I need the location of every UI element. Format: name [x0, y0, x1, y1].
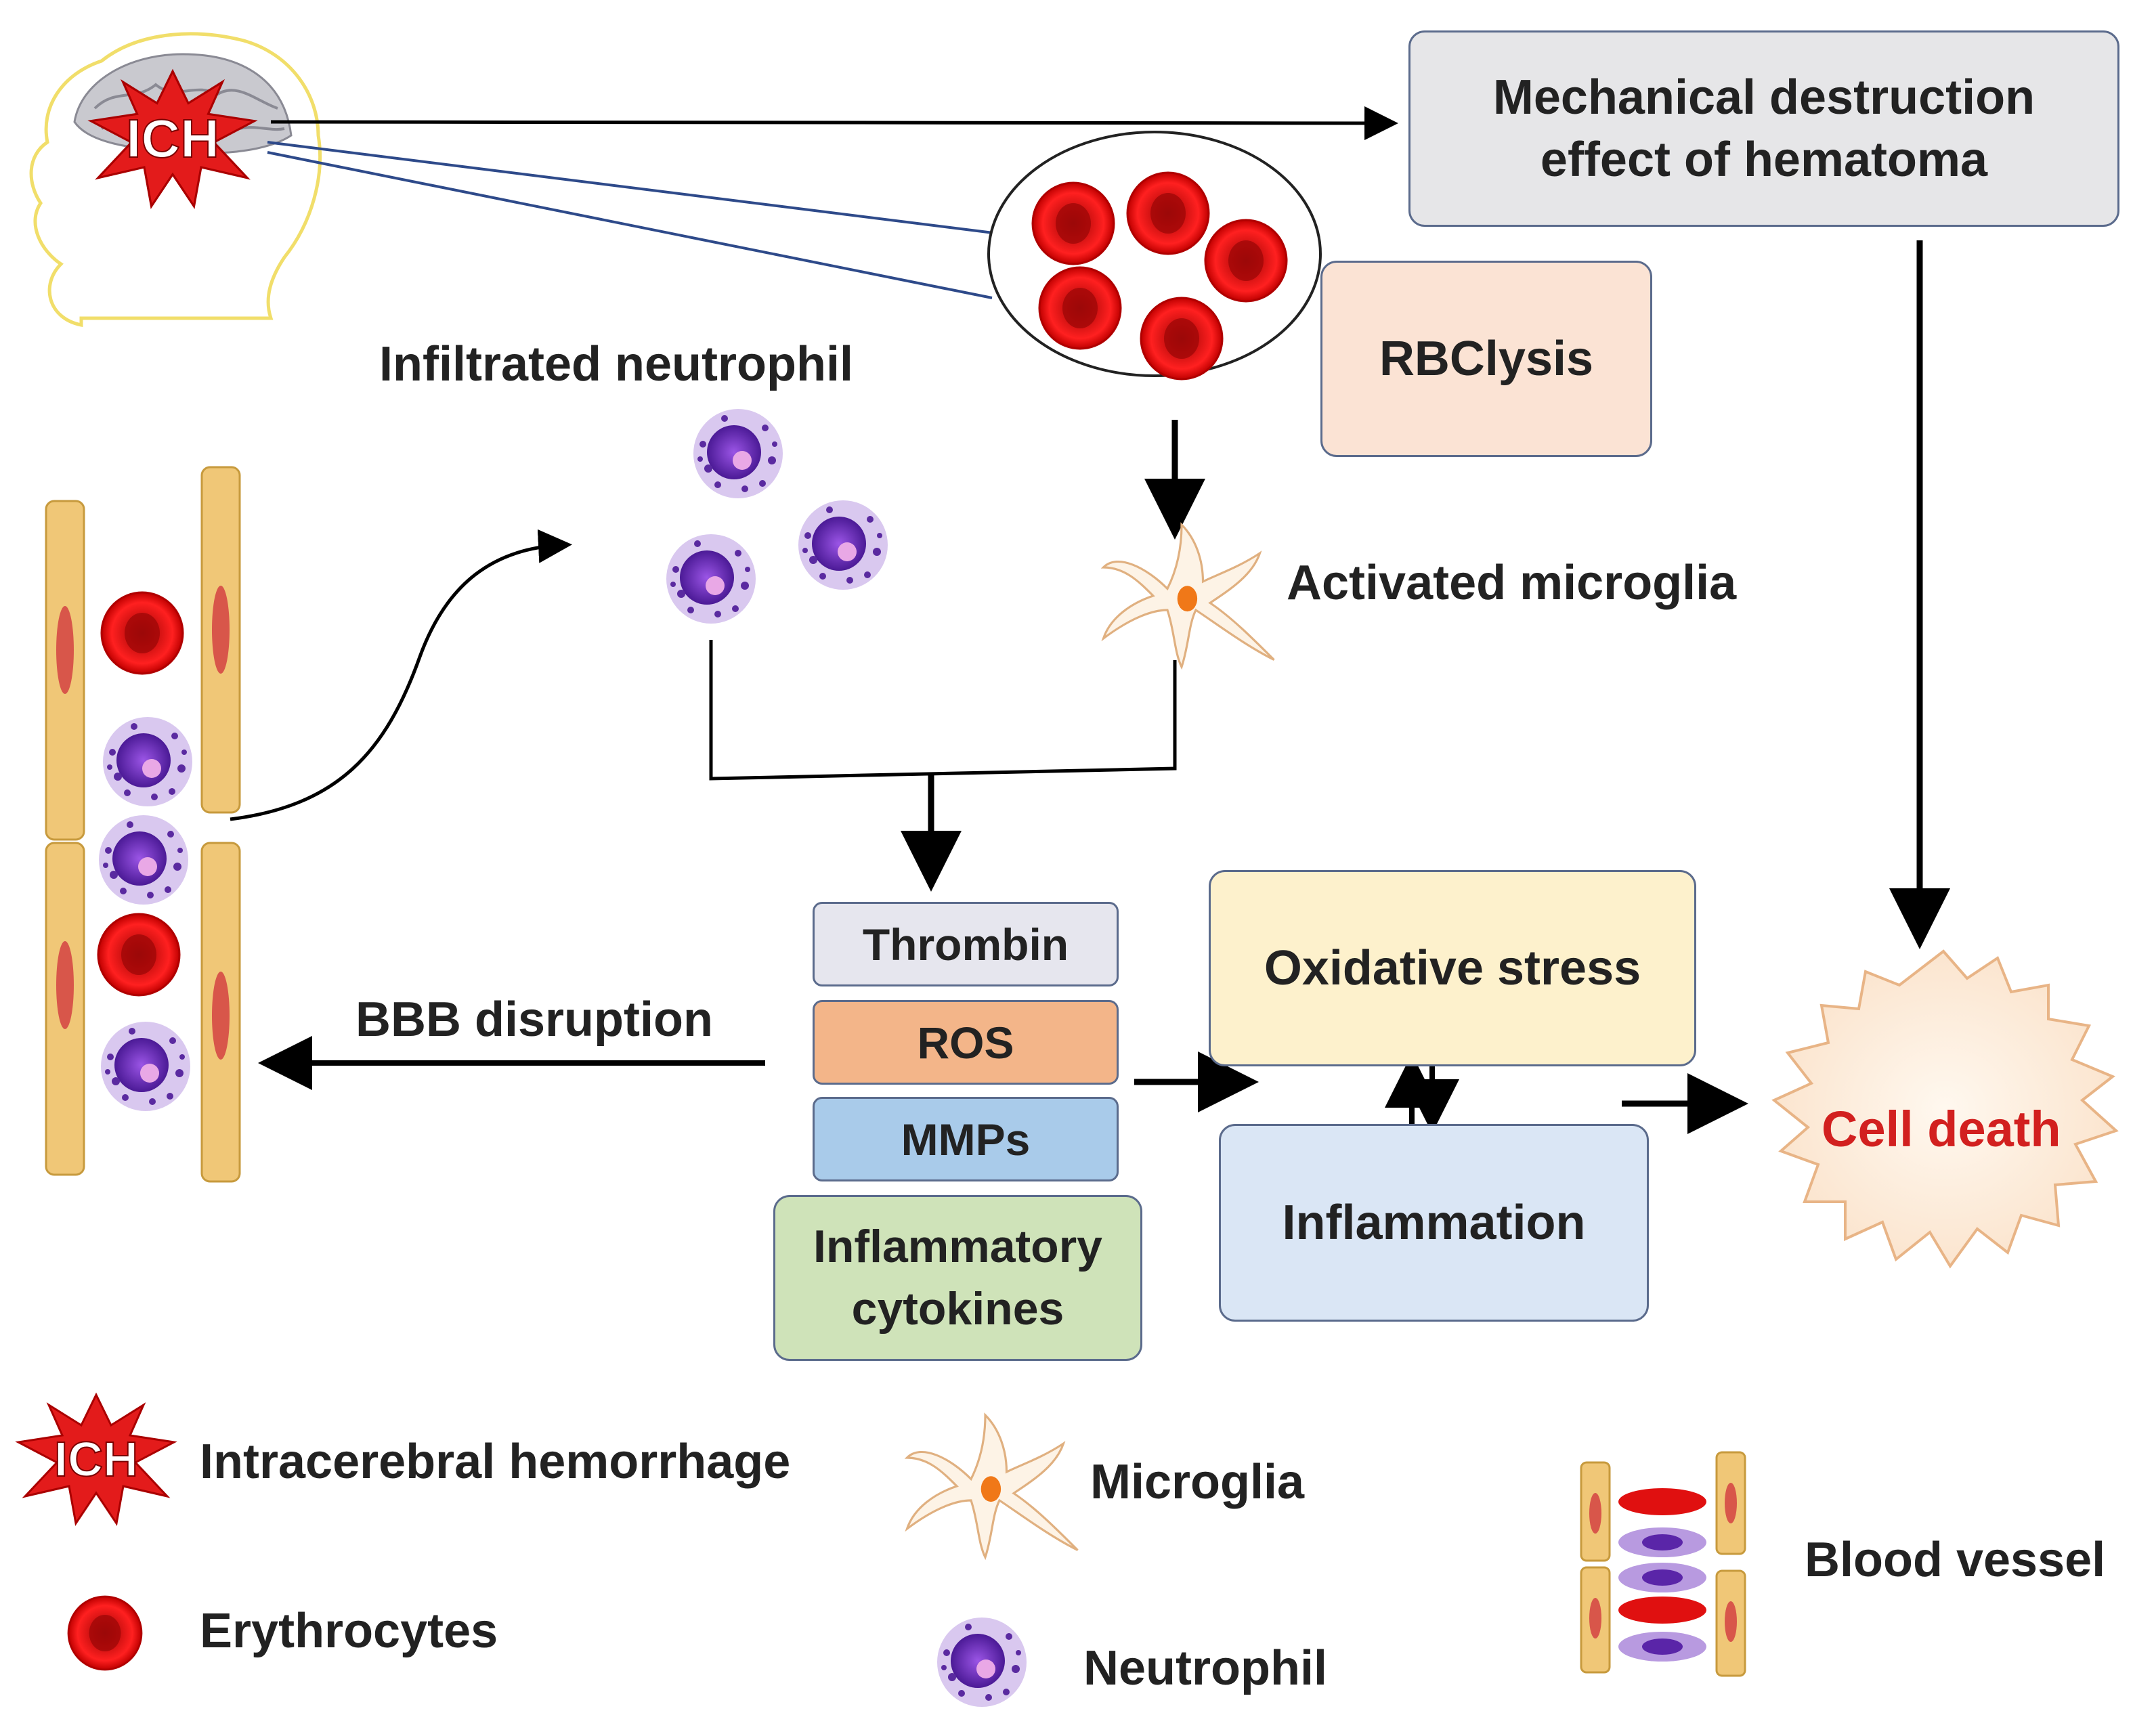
mechanical-destruction-box: Mechanical destruction effect of hematom… [1408, 30, 2119, 227]
legend-microglia-icon [905, 1414, 1079, 1559]
legend-erythrocytes-label: Erythrocytes [200, 1604, 498, 1658]
legend-intracerebral-hemorrhage-label: Intracerebral hemorrhage [200, 1435, 791, 1489]
arrow-vessel-to-neutrophil [230, 529, 572, 821]
rbclysis-box: RBClysis [1320, 261, 1652, 457]
ros-box: ROS [813, 1000, 1119, 1085]
infiltrated-neutrophil-label: Infiltrated neutrophil [379, 337, 853, 391]
line-ich-to-rbc-2 [267, 151, 993, 299]
neutrophil-icon [798, 500, 888, 590]
erythrocyte-icon [1038, 266, 1122, 350]
inflammation-box: Inflammation [1219, 1124, 1649, 1322]
erythrocyte-icon [1126, 171, 1210, 255]
legend-neutrophil-label: Neutrophil [1083, 1641, 1327, 1695]
mmps-box: MMPs [813, 1097, 1119, 1181]
neutrophil-icon [693, 409, 783, 498]
cell-death-burst [1771, 949, 2119, 1269]
activated-microglia-icon [1102, 523, 1276, 668]
legend-blood-vessel-label: Blood vessel [1805, 1533, 2106, 1587]
erythrocyte-icon [1031, 181, 1115, 265]
thrombin-box: Thrombin [813, 902, 1119, 986]
bbb-disruption-label: BBB disruption [356, 993, 713, 1047]
legend-blood-vessel-icon [1580, 1451, 1746, 1677]
connector-neutrophil-microglia [709, 640, 1177, 781]
ich-badge-text: ICH [126, 108, 219, 169]
cell-death-label: Cell death [1822, 1101, 2061, 1157]
line-ich-to-rbc-1 [267, 141, 999, 235]
legend-microglia-label: Microglia [1090, 1455, 1305, 1509]
erythrocyte-icon [1204, 219, 1288, 303]
legend-neutrophil-icon [937, 1618, 1027, 1707]
activated-microglia-label: Activated microglia [1287, 556, 1737, 610]
oxidative-stress-box: Oxidative stress [1209, 870, 1696, 1066]
erythrocyte-icon [1140, 297, 1224, 381]
arrow-ich-to-mechanical [270, 106, 1398, 140]
legend-erythrocyte-icon [67, 1595, 143, 1671]
blood-vessel-icon [45, 466, 241, 1183]
neutrophil-icon [666, 534, 756, 624]
legend-ich-badge-text: ICH [54, 1433, 138, 1487]
inflammatory-cytokines-box: Inflammatory cytokines [773, 1195, 1142, 1361]
